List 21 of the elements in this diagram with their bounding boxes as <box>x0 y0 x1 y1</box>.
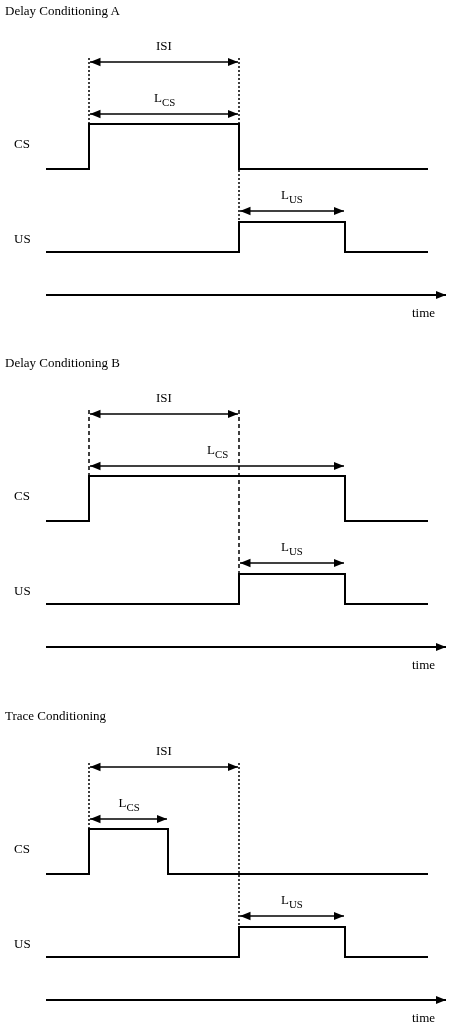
axis-label: time <box>412 306 436 320</box>
signal-name: CS <box>14 137 30 151</box>
signal-name: CS <box>14 489 30 503</box>
interval-label: ISI <box>156 391 172 405</box>
signal-name: US <box>14 584 31 598</box>
signal-name: CS <box>14 842 30 856</box>
interval-label: L$_{CS}$ <box>154 91 176 109</box>
signal-name: US <box>14 232 31 246</box>
panel-title: Trace Conditioning <box>5 709 106 723</box>
interval-label: L$_{US}$ <box>281 540 303 558</box>
interval-label: L$_{CS}$ <box>207 443 229 461</box>
interval-label: L$_{CS}$ <box>118 796 140 814</box>
interval-label: L$_{US}$ <box>281 893 303 911</box>
panel-title: Delay Conditioning A <box>5 4 120 18</box>
interval-label: ISI <box>156 39 172 53</box>
signal-name: US <box>14 937 31 951</box>
interval-label: L$_{US}$ <box>281 188 303 206</box>
axis-label: time <box>412 1011 436 1025</box>
axis-label: time <box>412 658 436 672</box>
panel-title: Delay Conditioning B <box>5 356 120 370</box>
interval-label: ISI <box>156 744 172 758</box>
